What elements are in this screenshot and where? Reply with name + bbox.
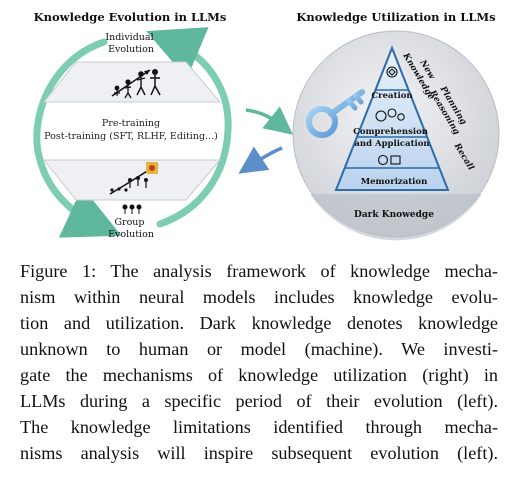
caption-line: nisms analysis will inspire subsequent e… <box>20 443 498 463</box>
arrow-to-utilization <box>245 106 293 135</box>
memory-icon <box>377 154 401 166</box>
caption-line: gate the mechanisms of knowledge utiliza… <box>20 365 498 385</box>
key-icon <box>306 89 365 138</box>
dark-knowledge-band <box>310 194 482 241</box>
caption-line: tion and utilization. Dark knowledge den… <box>20 313 498 333</box>
group-evolution-label: Group Evolution <box>108 217 154 240</box>
caption-line: unknown to human or model (machine). We … <box>20 339 498 359</box>
gears-icon <box>375 108 405 122</box>
framework-figure: Knowledge Evolution in LLMs Individual E… <box>33 10 500 241</box>
evolution-cycle-left-arc <box>33 38 122 238</box>
knowledge-pyramid <box>334 45 450 191</box>
caption-line: Figure 1: The analysis framework of know… <box>20 261 498 281</box>
caption-line: The knowledge limitations identified thr… <box>20 417 498 437</box>
individual-evolution-label: Individual Evolution <box>105 32 156 55</box>
pretraining-label: Pre-training <box>102 118 160 129</box>
level-creation: Creation <box>371 91 412 101</box>
level-memorization: Memorization <box>361 177 428 187</box>
left-title: Knowledge Evolution in LLMs <box>34 10 227 24</box>
posttraining-label: Post-training (SFT, RLHF, Editing...) <box>44 131 218 142</box>
creation-icon <box>386 66 398 78</box>
arrow-to-evolution <box>238 146 283 174</box>
individual-growth-icon <box>111 69 161 99</box>
caption-line: LLMs during a specific period of their e… <box>20 391 498 411</box>
right-title: Knowledge Utilization in LLMs <box>296 10 495 24</box>
group-people-icon <box>122 204 142 214</box>
group-growth-icon <box>109 162 159 195</box>
level-comprehension: Comprehension and Application <box>353 127 431 149</box>
dark-knowledge-label: Dark Knowedge <box>354 210 434 220</box>
evolution-cycle-right-arc <box>146 27 232 228</box>
caption-line: nism within neural models includes knowl… <box>20 287 498 307</box>
figure-caption: Figure 1: The analysis framework of know… <box>20 258 498 466</box>
